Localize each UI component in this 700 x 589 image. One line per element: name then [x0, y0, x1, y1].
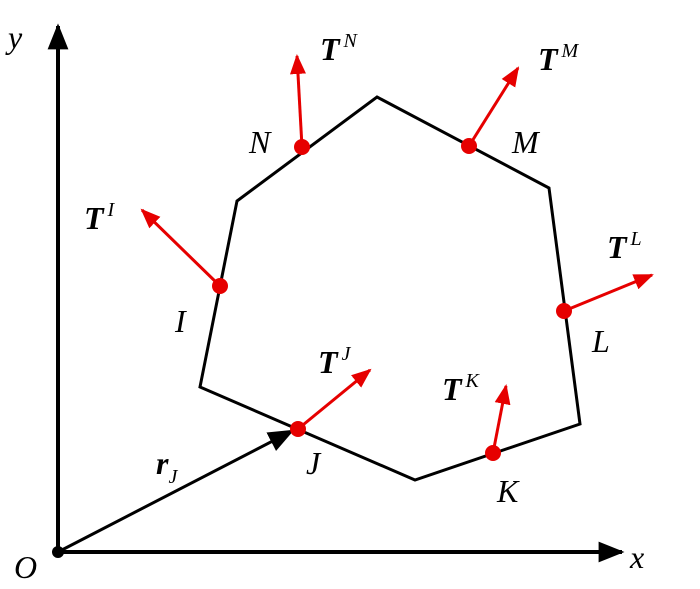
- traction-label-J-main: T: [318, 344, 339, 380]
- position-vector-arrow: [57, 429, 295, 554]
- origin-label: O: [14, 549, 37, 585]
- traction-label-L-sup: L: [630, 228, 642, 250]
- traction-arrow-I: [140, 208, 222, 288]
- traction-label-K-sup: K: [465, 370, 481, 392]
- position-vector-sub: J: [168, 466, 178, 488]
- point-label-N: N: [248, 124, 272, 160]
- position-vector-main: r: [156, 445, 169, 481]
- point-K: [485, 445, 501, 461]
- point-I: [212, 278, 228, 294]
- point-N: [294, 139, 310, 155]
- point-label-J: J: [306, 445, 322, 481]
- point-M: [461, 138, 477, 154]
- traction-label-L-main: T: [607, 229, 628, 265]
- traction-label-J-sup: J: [342, 343, 352, 365]
- traction-arrow-N: [289, 54, 306, 148]
- traction-label-N-sup: N: [343, 30, 359, 52]
- point-label-K: K: [496, 473, 520, 509]
- traction-label-M-main: T: [538, 41, 559, 77]
- traction-label-K-main: T: [442, 371, 463, 407]
- x-axis-label: x: [629, 539, 644, 575]
- traction-arrow-M: [467, 66, 520, 147]
- point-label-M: M: [511, 124, 541, 160]
- traction-label-I-sup: I: [107, 199, 116, 221]
- traction-label-I-main: T: [84, 200, 105, 236]
- traction-label-N-main: T: [320, 31, 341, 67]
- position-vector-label: rJ: [156, 445, 178, 488]
- traction-arrow-J: [297, 368, 372, 431]
- point-L: [556, 303, 572, 319]
- traction-label-M-sup: M: [561, 40, 580, 62]
- traction-arrow-K: [491, 384, 511, 454]
- point-J: [290, 421, 306, 437]
- body-outline: [198, 95, 582, 482]
- point-label-L: L: [591, 323, 610, 359]
- y-axis-label: y: [5, 19, 23, 55]
- traction-arrow-L: [563, 273, 654, 313]
- point-label-I: I: [174, 303, 187, 339]
